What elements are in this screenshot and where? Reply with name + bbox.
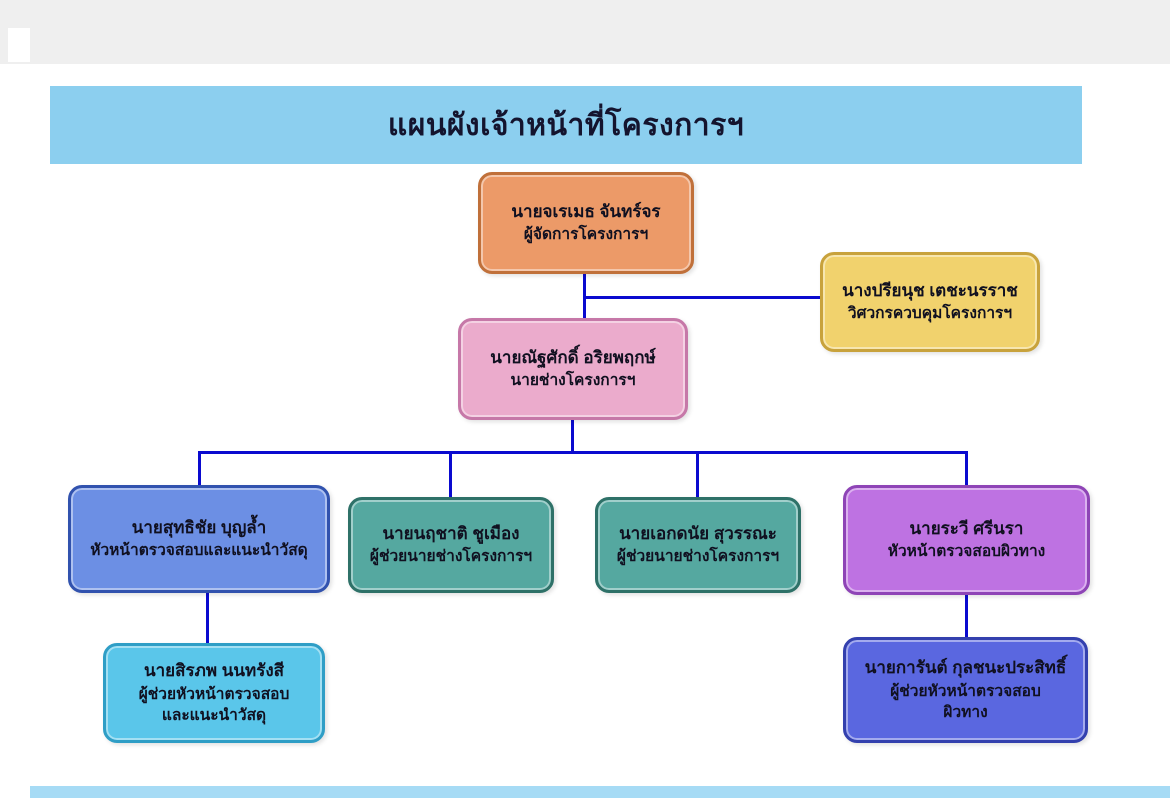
node-project-technician: นายณัฐศักดิ์ อริยพฤกษ์ นายช่างโครงการฯ [458,318,688,420]
person-name: นายเอกดนัย สุวรรณะ [619,523,777,543]
connector-chief-bus [571,420,574,453]
page-title: แผนผังเจ้าหน้าที่โครงการฯ [387,108,745,142]
person-name: นายจเรเมธ จันทร์จร [511,201,661,221]
connector-bus-horizontal [198,451,968,454]
person-name: นายนฤชาติ ชูเมือง [382,523,520,543]
node-control-engineer: นางปรียนุช เตชะนรราช วิศวกรควบคุมโครงการ… [820,252,1040,352]
node-project-manager: นายจเรเมธ จันทร์จร ผู้จัดการโครงการฯ [478,172,694,274]
person-role-line2: ผิวทาง [943,704,988,722]
person-name: นายสุทธิชัย บุญล้ำ [131,517,267,537]
node-assistant-technician-1: นายนฤชาติ ชูเมือง ผู้ช่วยนายช่างโครงการฯ [348,497,554,593]
person-role-line2: และแนะนำวัสดุ [161,707,267,725]
connector-manager-engineer [583,296,820,299]
person-name: นายการันต์ กุลชนะประสิทธิ์ [864,657,1067,677]
connector-drop-assistant2 [696,451,699,499]
person-role: นายช่างโครงการฯ [510,372,636,390]
node-materials-inspection-head: นายสุทธิชัย บุญล้ำ หัวหน้าตรวจสอบและแนะน… [68,485,330,593]
person-role: หัวหน้าตรวจสอบและแนะนำวัสดุ [90,542,308,560]
person-role: วิศวกรควบคุมโครงการฯ [847,305,1013,323]
person-role: ผู้จัดการโครงการฯ [523,226,649,244]
node-surface-assistant: นายการันต์ กุลชนะประสิทธิ์ ผู้ช่วยหัวหน้… [843,637,1088,743]
top-left-tab [8,28,30,62]
person-role-line1: ผู้ช่วยหัวหน้าตรวจสอบ [890,682,1041,700]
connector-materials-assistant [206,593,209,644]
connector-surface-assistant [965,595,968,638]
person-name: นายสิรภพ นนทรังสี [143,660,285,680]
person-name: นางปรียนุช เตชะนรราช [842,280,1018,300]
node-assistant-technician-2: นายเอกดนัย สุวรรณะ ผู้ช่วยนายช่างโครงการ… [595,497,801,593]
bottom-strip [30,786,1170,798]
person-name: นายระวี ศรีนรา [909,518,1024,538]
person-role: ผู้ช่วยนายช่างโครงการฯ [616,548,780,566]
connector-drop-materials-head [198,451,201,487]
node-materials-assistant: นายสิรภพ นนทรังสี ผู้ช่วยหัวหน้าตรวจสอบ … [103,643,325,743]
connector-drop-surface-head [965,451,968,487]
person-name: นายณัฐศักดิ์ อริยพฤกษ์ [490,347,656,367]
person-role: หัวหน้าตรวจสอบผิวทาง [887,543,1046,561]
person-role: ผู้ช่วยนายช่างโครงการฯ [369,548,533,566]
person-role-line1: ผู้ช่วยหัวหน้าตรวจสอบ [138,685,290,703]
chart-title-bar: แผนผังเจ้าหน้าที่โครงการฯ [50,86,1082,164]
connector-drop-assistant1 [449,451,452,499]
top-strip [0,0,1170,64]
node-surface-inspection-head: นายระวี ศรีนรา หัวหน้าตรวจสอบผิวทาง [843,485,1090,595]
